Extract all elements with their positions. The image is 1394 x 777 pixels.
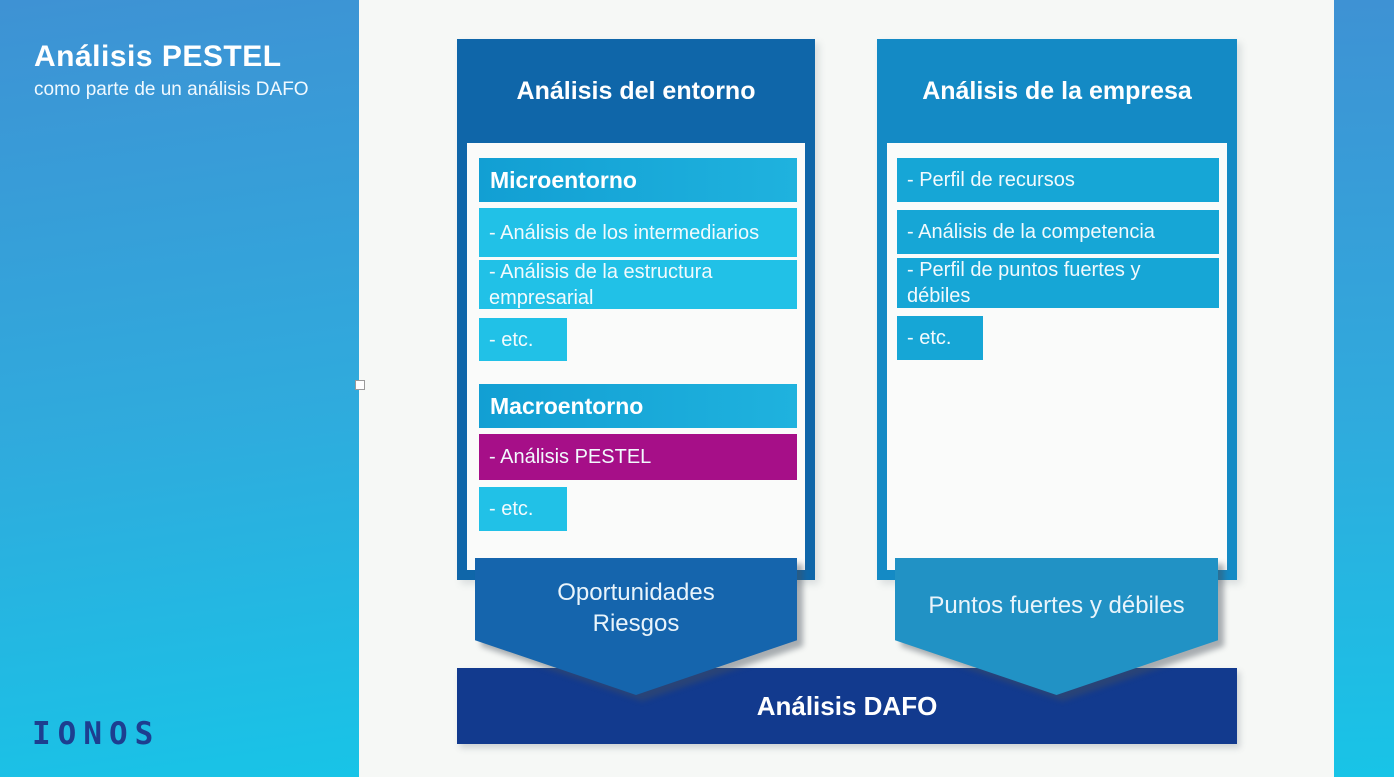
item-analisis-competencia: - Análisis de la competencia (897, 210, 1219, 254)
down-arrow-shape: Puntos fuertes y débiles (895, 558, 1218, 695)
company-panel: - Perfil de recursos - Análisis de la co… (887, 143, 1227, 570)
item-etc-company: - etc. (897, 316, 983, 360)
company-column-header: Análisis de la empresa (922, 76, 1192, 105)
ionos-logo: IONOS (32, 716, 161, 752)
environment-result-arrow: Oportunidades Riesgos (475, 558, 797, 695)
company-analysis-column: Análisis de la empresa - Perfil de recur… (877, 39, 1237, 580)
environment-panel: Microentorno - Análisis de los intermedi… (467, 143, 805, 570)
arrow-label-oportunidades: Oportunidades (557, 579, 715, 606)
company-result-arrow: Puntos fuertes y débiles (895, 558, 1218, 695)
right-accent-strip (1334, 0, 1394, 777)
environment-analysis-column: Análisis del entorno Microentorno - Anál… (457, 39, 815, 580)
sidebar: Análisis PESTEL como parte de un análisi… (0, 0, 359, 777)
microentorno-header: Microentorno (479, 158, 797, 202)
dafo-analysis-bar: Análisis DAFO (457, 668, 1237, 744)
item-etc-micro: - etc. (479, 318, 567, 361)
environment-column-header: Análisis del entorno (516, 76, 756, 105)
item-analisis-intermediarios: - Análisis de los intermediarios (479, 208, 797, 257)
item-analisis-pestel-highlight: - Análisis PESTEL (479, 434, 797, 480)
down-arrow-shape: Oportunidades Riesgos (475, 558, 797, 695)
arrow-label-puntos: Puntos fuertes y débiles (928, 592, 1185, 619)
item-perfil-recursos: - Perfil de recursos (897, 158, 1219, 202)
resize-handle[interactable] (355, 380, 365, 390)
item-estructura-empresarial: - Análisis de la estructura empresarial (479, 260, 797, 309)
macroentorno-header: Macroentorno (479, 384, 797, 428)
dafo-bar-label: Análisis DAFO (756, 690, 938, 721)
item-puntos-fuertes-debiles: - Perfil de puntos fuertes y débiles (897, 258, 1219, 308)
page-subtitle: como parte de un análisis DAFO (34, 79, 309, 100)
page-title: Análisis PESTEL (34, 40, 282, 73)
arrow-label-riesgos: Riesgos (592, 610, 680, 637)
item-etc-macro: - etc. (479, 487, 567, 531)
